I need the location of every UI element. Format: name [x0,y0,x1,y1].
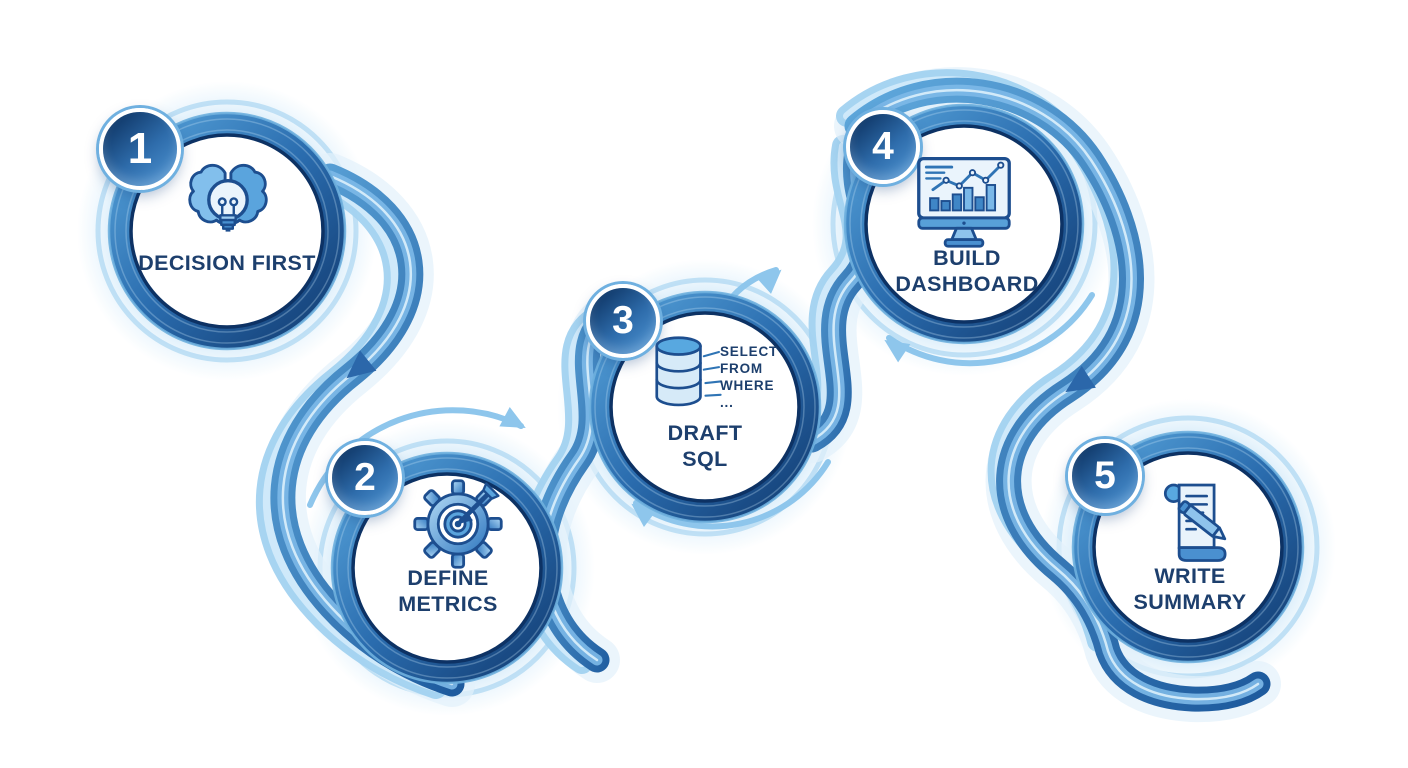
sql-line: SELECT [720,344,779,359]
gear-target-icon [413,479,503,569]
step-2-ring [330,451,564,685]
step-5-label: WRITE SUMMARY [1133,564,1247,615]
arrowhead-right-icon [499,406,526,428]
ribbon-step4-step5 [834,67,1281,723]
dashboard-monitor-icon [917,156,1011,248]
step-3-ring [588,290,822,524]
step-5-number-badge: 5 [1068,439,1142,513]
arrowhead-down-icon [346,350,377,379]
ribbon-step2-step3 [517,287,640,683]
brain-lightbulb-icon [188,163,268,232]
arrowhead-down-icon [1065,365,1096,393]
sql-line: ... [720,395,734,410]
sql-line: FROM [720,361,763,376]
step-3-label: DRAFT SQL [667,421,743,472]
arrowhead-left-icon [884,339,911,363]
database-icon [655,336,722,407]
sql-annotation: SELECT FROM WHERE ... [720,343,778,411]
sql-line: WHERE [720,378,775,393]
step-4-number-badge: 4 [846,110,920,184]
step-2-number-badge: 2 [328,441,402,515]
scroll-pen-icon [1163,483,1227,562]
step-1-label: DECISION FIRST [138,251,316,275]
arrowhead-up-right-icon [756,269,782,294]
step-2-label: DEFINE METRICS [398,566,498,617]
step-3-number-badge: 3 [586,284,660,358]
step-4-label: BUILD DASHBOARD [895,246,1039,297]
step-1-number-badge: 1 [99,108,181,190]
